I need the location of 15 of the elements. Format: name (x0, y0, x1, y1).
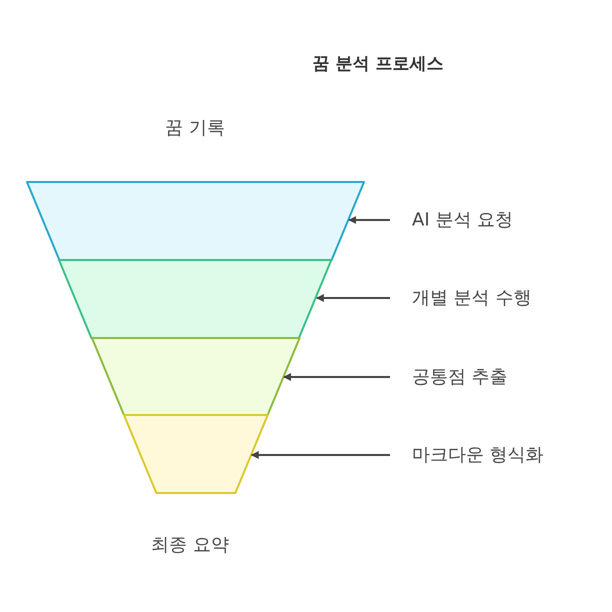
step-label: 개별 분석 수행 (412, 284, 532, 312)
arrow (348, 216, 390, 224)
funnel-caption: 꿈 기록 (165, 116, 225, 140)
funnel-caption: 최종 요약 (151, 534, 229, 558)
funnel-stage (92, 338, 300, 415)
arrow (250, 451, 390, 459)
arrow (283, 373, 390, 381)
funnel-stage (27, 182, 364, 260)
step-label: 마크다운 형식화 (412, 442, 544, 468)
funnel-stage (59, 260, 332, 338)
step-label: AI 분석 요청 (412, 206, 514, 234)
diagram-title: 꿈 분석 프로세스 (312, 53, 444, 76)
funnel-stage (124, 415, 268, 493)
arrow (316, 294, 390, 302)
step-label: 공통점 추출 (412, 364, 508, 390)
